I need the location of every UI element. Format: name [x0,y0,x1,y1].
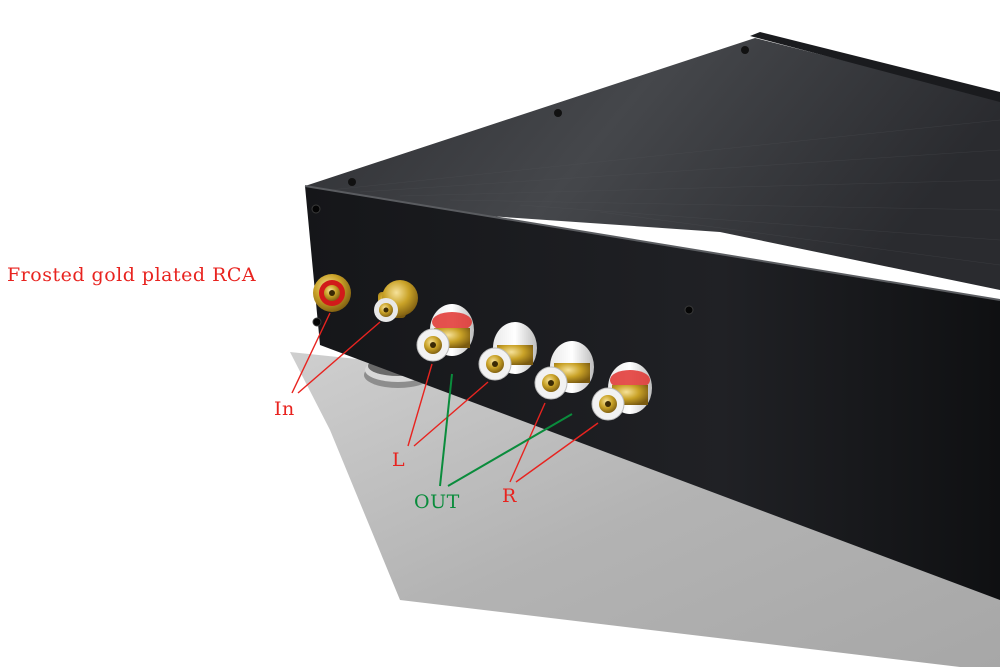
chassis-rear-panel [305,186,1000,600]
leader-r-1 [509,402,546,483]
leader-in-2 [297,321,381,394]
leader-l-1 [407,363,433,447]
annotation-lines-green [439,373,573,487]
leader-out-1 [439,373,453,487]
chassis-top-panel [305,38,1000,290]
panel-edge-highlight [304,185,1000,301]
label-input: In [274,398,295,420]
label-left-channel: L [392,449,406,471]
leader-l-2 [413,381,489,447]
panel-screws [311,204,694,327]
leader-r-2 [515,422,599,483]
leader-in-1 [291,312,331,394]
brushed-texture [329,119,1000,266]
label-frosted-gold-plated-rca: Frosted gold plated RCA [7,264,257,286]
annotation-lines-red [291,312,599,483]
binding-post-right-black [534,341,594,400]
top-screws [348,46,749,186]
leader-out-2 [447,413,573,487]
label-output: OUT [414,491,460,513]
chassis-side-rail [750,32,1000,102]
rca-jack-left [313,274,351,312]
label-right-channel: R [502,485,517,507]
binding-post-left-black [478,322,537,381]
rca-jack-right [374,280,418,322]
binding-post-left-red [416,304,474,362]
binding-post-right-red [591,362,652,421]
